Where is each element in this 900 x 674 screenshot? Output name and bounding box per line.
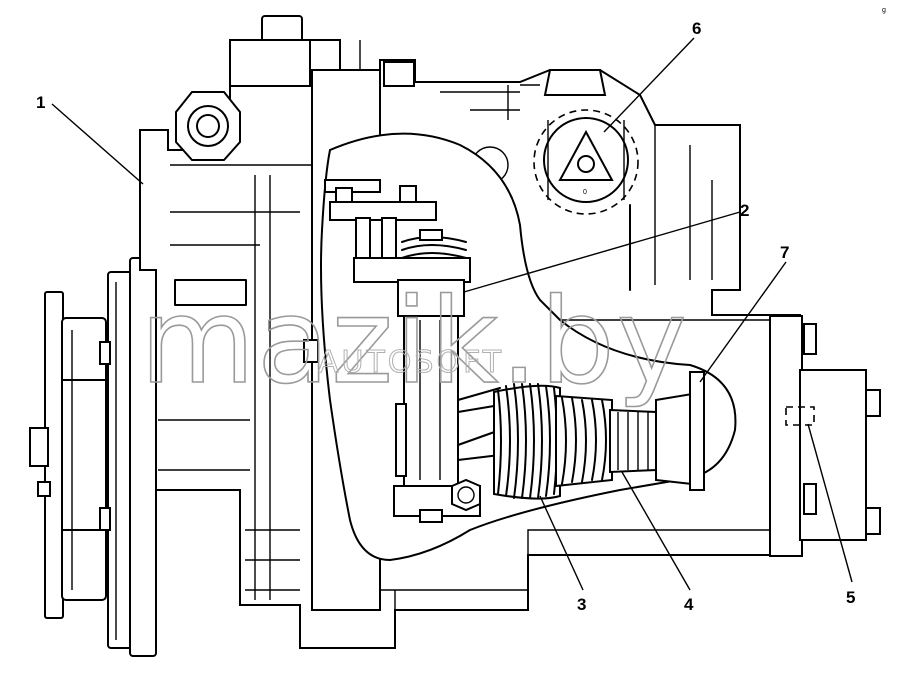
callout-3: 3 [577, 595, 586, 614]
watermark: mazik.by AUTOSOFT [139, 271, 689, 411]
svg-text:mazik.by: mazik.by [140, 272, 689, 410]
callout-1: 1 [36, 93, 45, 112]
governor-linkage [324, 179, 501, 523]
svg-text:AUTOSOFT: AUTOSOFT [318, 345, 504, 380]
callout-2: 2 [740, 201, 749, 220]
callout-5: 5 [846, 588, 855, 607]
callout-7: 7 [780, 243, 789, 262]
drive-flange [29, 257, 157, 657]
callout-4: 4 [684, 595, 694, 614]
svg-text:0: 0 [583, 189, 587, 196]
leader-lines [51, 37, 853, 591]
fitting-nut [175, 91, 241, 161]
lever-block [353, 257, 471, 283]
governor-spring-assembly [493, 371, 705, 500]
round-cap: 0 [533, 109, 639, 215]
callout-6: 6 [692, 19, 701, 38]
corner-mark: g [882, 7, 886, 14]
callouts: 1 2 3 4 5 6 7 [36, 19, 855, 614]
foot-hex-bolt [451, 478, 481, 512]
